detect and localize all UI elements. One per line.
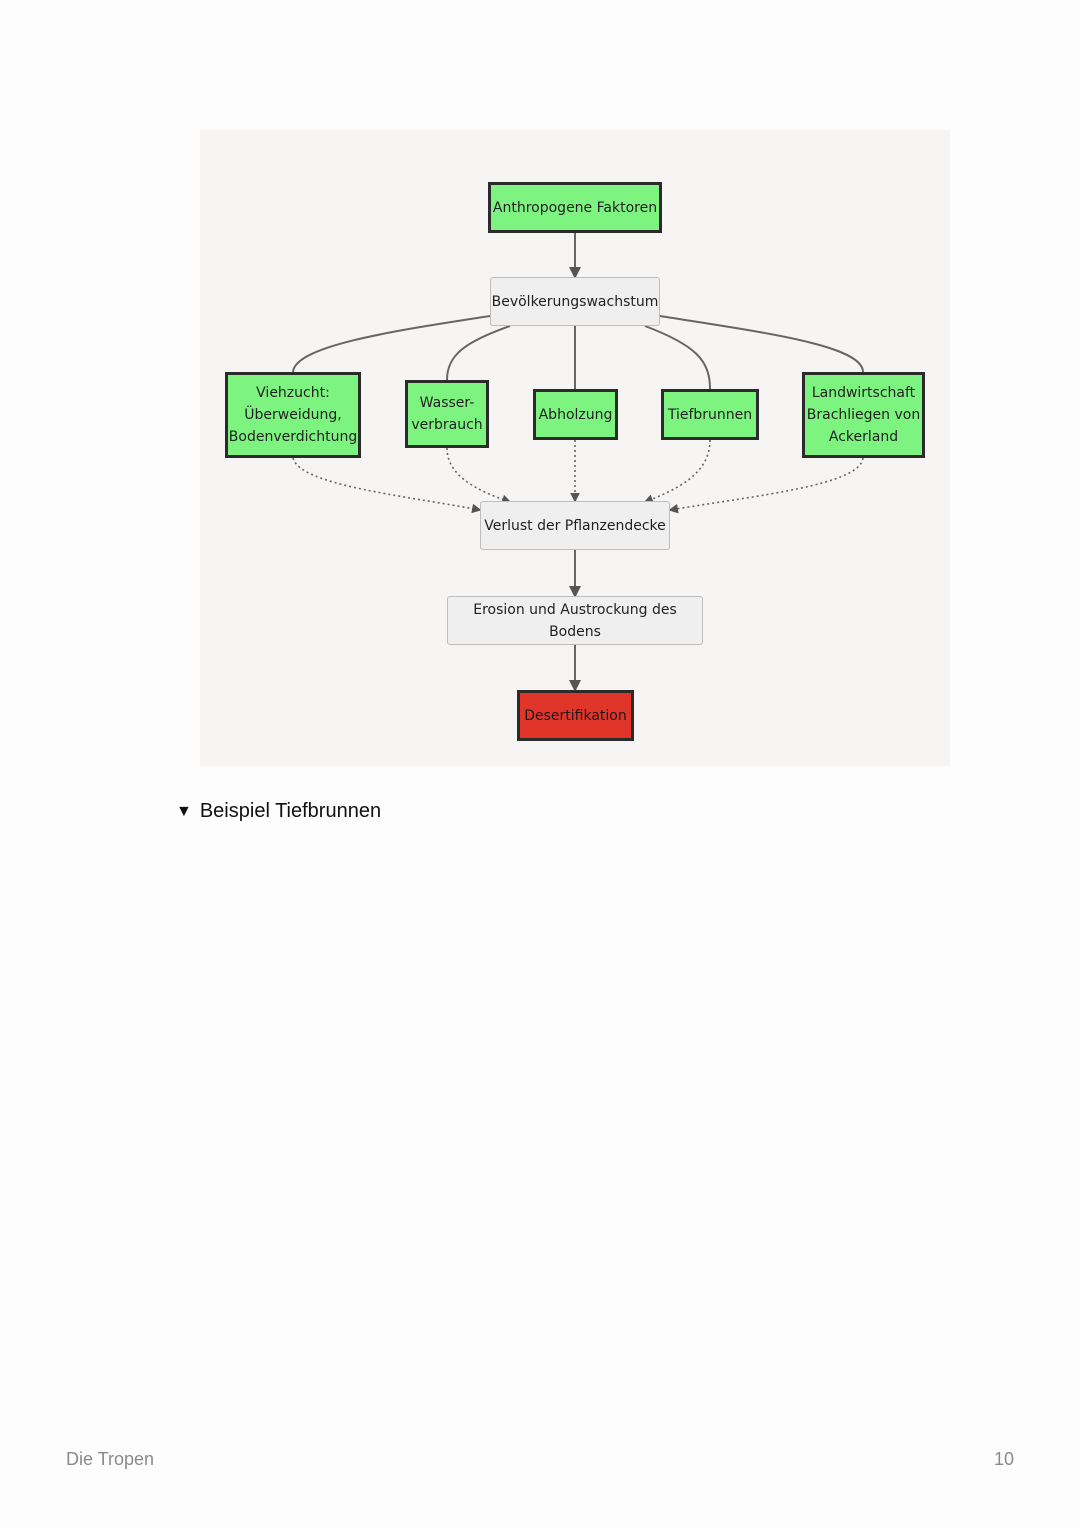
node-verlust-der-pflanzendecke: Verlust der Pflanzendecke — [480, 501, 670, 550]
node-tiefbrunnen: Tiefbrunnen — [661, 389, 759, 440]
node-desertifikation: Desertifikation — [517, 690, 634, 741]
flowchart-diagram: Anthropogene Faktoren Bevölkerungswachst… — [200, 130, 950, 766]
edge-bevoelkerung-viehzucht — [292, 315, 491, 373]
edge-viehzucht-verlust — [292, 457, 482, 514]
node-abholzung: Abholzung — [533, 389, 618, 440]
node-landwirtschaft: Landwirtschaft Brachliegen von Ackerland — [802, 372, 925, 458]
edge-landwirtschaft-verlust — [668, 457, 864, 514]
node-bevoelkerungswachstum: Bevölkerungswachstum — [490, 277, 660, 326]
details-toggle-label: Beispiel Tiefbrunnen — [199, 800, 382, 822]
edge-bevoelkerung-tiefbrunnen — [644, 325, 711, 390]
footer-page-number: 10 — [993, 1449, 1014, 1469]
edge-bevoelkerung-wasser — [446, 325, 511, 381]
triangle-down-icon: ▼ — [176, 802, 192, 820]
node-viehzucht: Viehzucht: Überweidung, Bodenverdichtung — [225, 372, 361, 458]
edge-bevoelkerung-landwirtschaft — [659, 315, 864, 373]
edge-tiefbrunnen-verlust — [643, 439, 711, 504]
flowchart-edges — [292, 233, 864, 692]
details-toggle-beispiel-tiefbrunnen[interactable]: ▼ Beispiel Tiefbrunnen — [176, 800, 381, 823]
edge-wasser-verlust — [446, 447, 512, 504]
footer-document-title: Die Tropen — [66, 1449, 155, 1469]
node-anthropogene-faktoren: Anthropogene Faktoren — [488, 182, 662, 233]
node-erosion: Erosion und Austrockung des Bodens — [447, 596, 703, 645]
node-wasserverbrauch: Wasser- verbrauch — [405, 380, 489, 448]
